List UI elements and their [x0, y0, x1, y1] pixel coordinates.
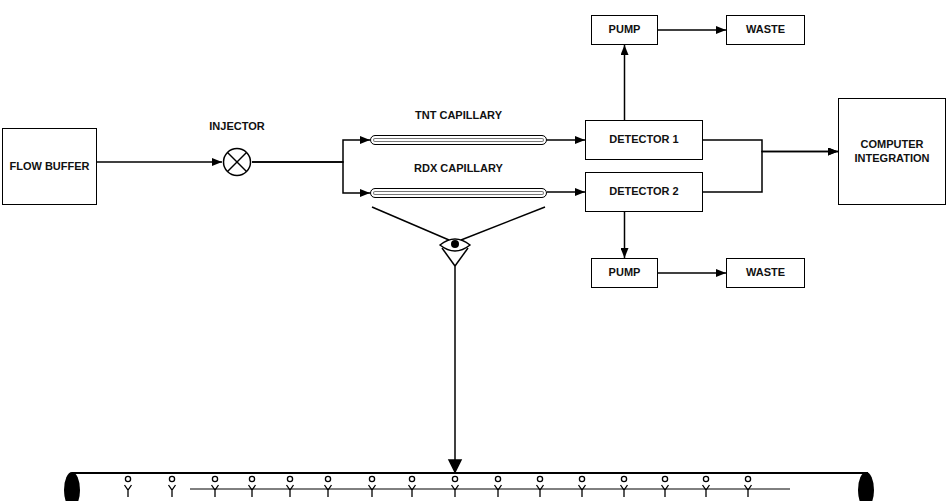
capillary-tube: RDX CAPILLARY — [370, 162, 547, 202]
node-label: INJECTOR — [200, 120, 274, 133]
detector-box: DETECTOR 1 — [585, 120, 703, 160]
pump-box: PUMP — [591, 258, 658, 288]
node-label: DETECTOR 2 — [609, 185, 678, 198]
capillary-tube: TNT CAPILLARY — [370, 109, 547, 149]
flow-connector — [658, 272, 726, 274]
eye-sight-lines — [372, 207, 545, 472]
node-label: PUMP — [609, 266, 641, 279]
flow-connector — [624, 212, 626, 258]
buffer-box: FLOW BUFFER — [2, 128, 97, 205]
node-label: PUMP — [609, 23, 641, 36]
injector-valve: INJECTOR — [200, 120, 274, 178]
node-label: DETECTOR 1 — [609, 133, 678, 146]
enlarged-capillary — [64, 472, 874, 501]
capillary-outline — [370, 188, 547, 198]
flow-connector — [252, 162, 370, 193]
node-label: RDX CAPILLARY — [370, 162, 547, 175]
waste-box: WASTE — [726, 15, 805, 45]
flow-connector — [547, 139, 585, 141]
injector-symbol — [222, 147, 252, 177]
pump-box: PUMP — [591, 15, 658, 45]
detector-box: DETECTOR 2 — [585, 172, 703, 212]
waste-box: WASTE — [726, 258, 805, 288]
flow-connector — [658, 29, 726, 31]
flow-connector — [252, 140, 370, 162]
flow-connector — [703, 140, 838, 152]
flow-connector — [624, 45, 626, 120]
capillary-outline — [370, 135, 547, 145]
eye-pupil — [451, 240, 459, 248]
flow-connector — [547, 191, 585, 193]
node-label: WASTE — [746, 266, 785, 279]
node-label: COMPUTER INTEGRATION — [845, 138, 939, 164]
node-label: WASTE — [746, 23, 785, 36]
node-label: TNT CAPILLARY — [370, 109, 547, 122]
flow-connector — [703, 152, 838, 193]
node-label: FLOW BUFFER — [9, 160, 89, 173]
flow-connector — [97, 161, 222, 163]
computer-box: COMPUTER INTEGRATION — [838, 98, 946, 205]
